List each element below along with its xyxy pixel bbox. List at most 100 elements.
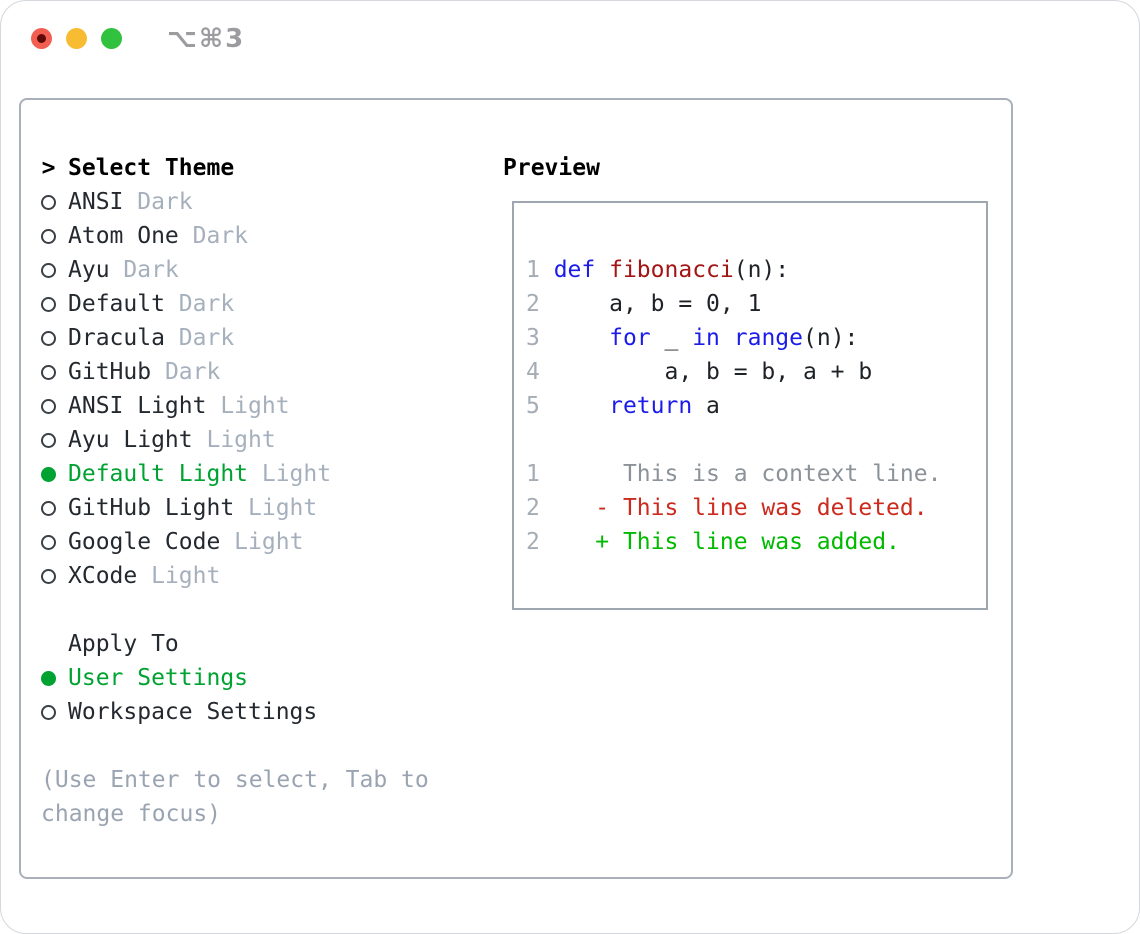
- radio-icon[interactable]: [41, 389, 56, 423]
- option-label: Ayu Light: [68, 427, 193, 453]
- code-segment-plain: _: [650, 325, 693, 351]
- option-label: Workspace Settings: [68, 699, 318, 725]
- theme-option-ayu-light[interactable]: Ayu Light Light: [41, 423, 429, 457]
- zoom-button[interactable]: [101, 28, 122, 49]
- radio-icon[interactable]: [41, 695, 56, 729]
- apply-option-user-settings[interactable]: User Settings: [41, 661, 429, 695]
- code-segment-plain: [554, 325, 609, 351]
- radio-circle: [41, 398, 56, 414]
- keyboard-hint: (Use Enter to select, Tab to change focus…: [41, 763, 429, 831]
- option-label: ANSI Light: [68, 393, 207, 419]
- hint-text-line: (Use Enter to select, Tab to: [41, 767, 429, 793]
- radio-circle: [41, 670, 56, 686]
- apply-to-header-row: Apply To: [41, 627, 429, 661]
- code-segment-plain: (n):: [803, 325, 859, 351]
- radio-icon[interactable]: [41, 287, 56, 321]
- option-label: Atom One: [68, 223, 179, 249]
- close-button[interactable]: [31, 28, 52, 49]
- radio-circle: [41, 500, 56, 516]
- theme-option-default-light[interactable]: Default Light Light: [41, 457, 429, 491]
- variant-label: Light: [220, 529, 304, 555]
- theme-option-dracula[interactable]: Dracula Dark: [41, 321, 429, 355]
- radio-icon[interactable]: [41, 423, 56, 457]
- code-segment-add: + This line was added.: [539, 529, 900, 555]
- code-line: 2 a, b = 0, 1: [526, 287, 986, 321]
- radio-circle: [41, 228, 56, 244]
- code-segment-kw: def: [553, 257, 596, 283]
- option-label: User Settings: [68, 665, 249, 691]
- variant-label: Dark: [151, 359, 221, 385]
- code-segment-num: 1: [526, 257, 554, 283]
- radio-selected-icon[interactable]: [41, 457, 56, 491]
- variant-label: Dark: [109, 257, 179, 283]
- variant-label: Dark: [164, 325, 235, 351]
- radio-circle: [41, 364, 56, 380]
- hint-text-line: change focus): [41, 801, 222, 827]
- radio-icon[interactable]: [41, 355, 56, 389]
- option-label: GitHub Light: [68, 495, 235, 521]
- code-line: 3 for _ in range(n):: [526, 321, 986, 355]
- radio-circle: [41, 534, 56, 550]
- theme-option-ansi-light[interactable]: ANSI Light Light: [41, 389, 429, 423]
- code-line: 4 a, b = b, a + b: [526, 355, 986, 389]
- titlebar: ⌥⌘3: [1, 1, 1139, 76]
- code-line: 1 This is a context line.: [526, 457, 986, 491]
- select-theme-header: Select Theme: [68, 155, 235, 181]
- code-segment-plain: [595, 257, 609, 283]
- option-label: XCode: [68, 563, 138, 589]
- option-label: ANSI: [68, 189, 124, 215]
- radio-icon[interactable]: [41, 491, 56, 525]
- radio-selected-icon[interactable]: [41, 661, 56, 695]
- code-segment-num: 4: [526, 359, 554, 385]
- code-segment-plain: [554, 393, 609, 419]
- radio-icon[interactable]: [41, 559, 56, 593]
- code-segment-plain: a, b = b, a + b: [553, 359, 873, 385]
- theme-option-xcode[interactable]: XCode Light: [41, 559, 429, 593]
- theme-option-atom-one[interactable]: Atom One Dark: [41, 219, 429, 253]
- radio-circle: [41, 704, 56, 720]
- radio-circle: [41, 296, 56, 312]
- radio-icon[interactable]: [41, 185, 56, 219]
- marker-placeholder: [41, 627, 56, 661]
- theme-option-github-light[interactable]: GitHub Light Light: [41, 491, 429, 525]
- code-line: 2 - This line was deleted.: [526, 491, 986, 525]
- radio-circle: [41, 262, 56, 278]
- radio-icon[interactable]: [41, 321, 56, 355]
- minimize-button[interactable]: [66, 28, 87, 49]
- radio-circle: [41, 194, 56, 210]
- code-line: 2 + This line was added.: [526, 525, 986, 559]
- radio-icon[interactable]: [41, 219, 56, 253]
- variant-label: Dark: [178, 223, 249, 249]
- code-segment-ctx: This is a context line.: [539, 461, 942, 487]
- variant-label: Dark: [123, 189, 193, 215]
- variant-label: Light: [192, 427, 276, 453]
- radio-circle: [41, 568, 56, 584]
- theme-option-default[interactable]: Default Dark: [41, 287, 429, 321]
- theme-option-ansi[interactable]: ANSI Dark: [41, 185, 429, 219]
- spacer: [41, 593, 429, 627]
- apply-to-header: Apply To: [68, 631, 179, 657]
- theme-option-github[interactable]: GitHub Dark: [41, 355, 429, 389]
- theme-option-google-code[interactable]: Google Code Light: [41, 525, 429, 559]
- option-label: Default Light: [68, 461, 249, 487]
- radio-icon[interactable]: [41, 525, 56, 559]
- code-segment-kw: range: [733, 325, 803, 351]
- variant-label: Light: [206, 393, 290, 419]
- code-segment-del: - This line was deleted.: [539, 495, 928, 521]
- code-segment-num: 2: [526, 291, 554, 317]
- radio-icon[interactable]: [41, 253, 56, 287]
- code-segment-plain: [720, 325, 734, 351]
- spacer: [41, 729, 429, 763]
- code-segment-num: 1: [526, 461, 540, 487]
- apply-option-workspace-settings[interactable]: Workspace Settings: [41, 695, 429, 729]
- variant-label: Light: [234, 495, 318, 521]
- option-label: Ayu: [68, 257, 110, 283]
- radio-circle: [41, 466, 56, 482]
- theme-option-ayu[interactable]: Ayu Dark: [41, 253, 429, 287]
